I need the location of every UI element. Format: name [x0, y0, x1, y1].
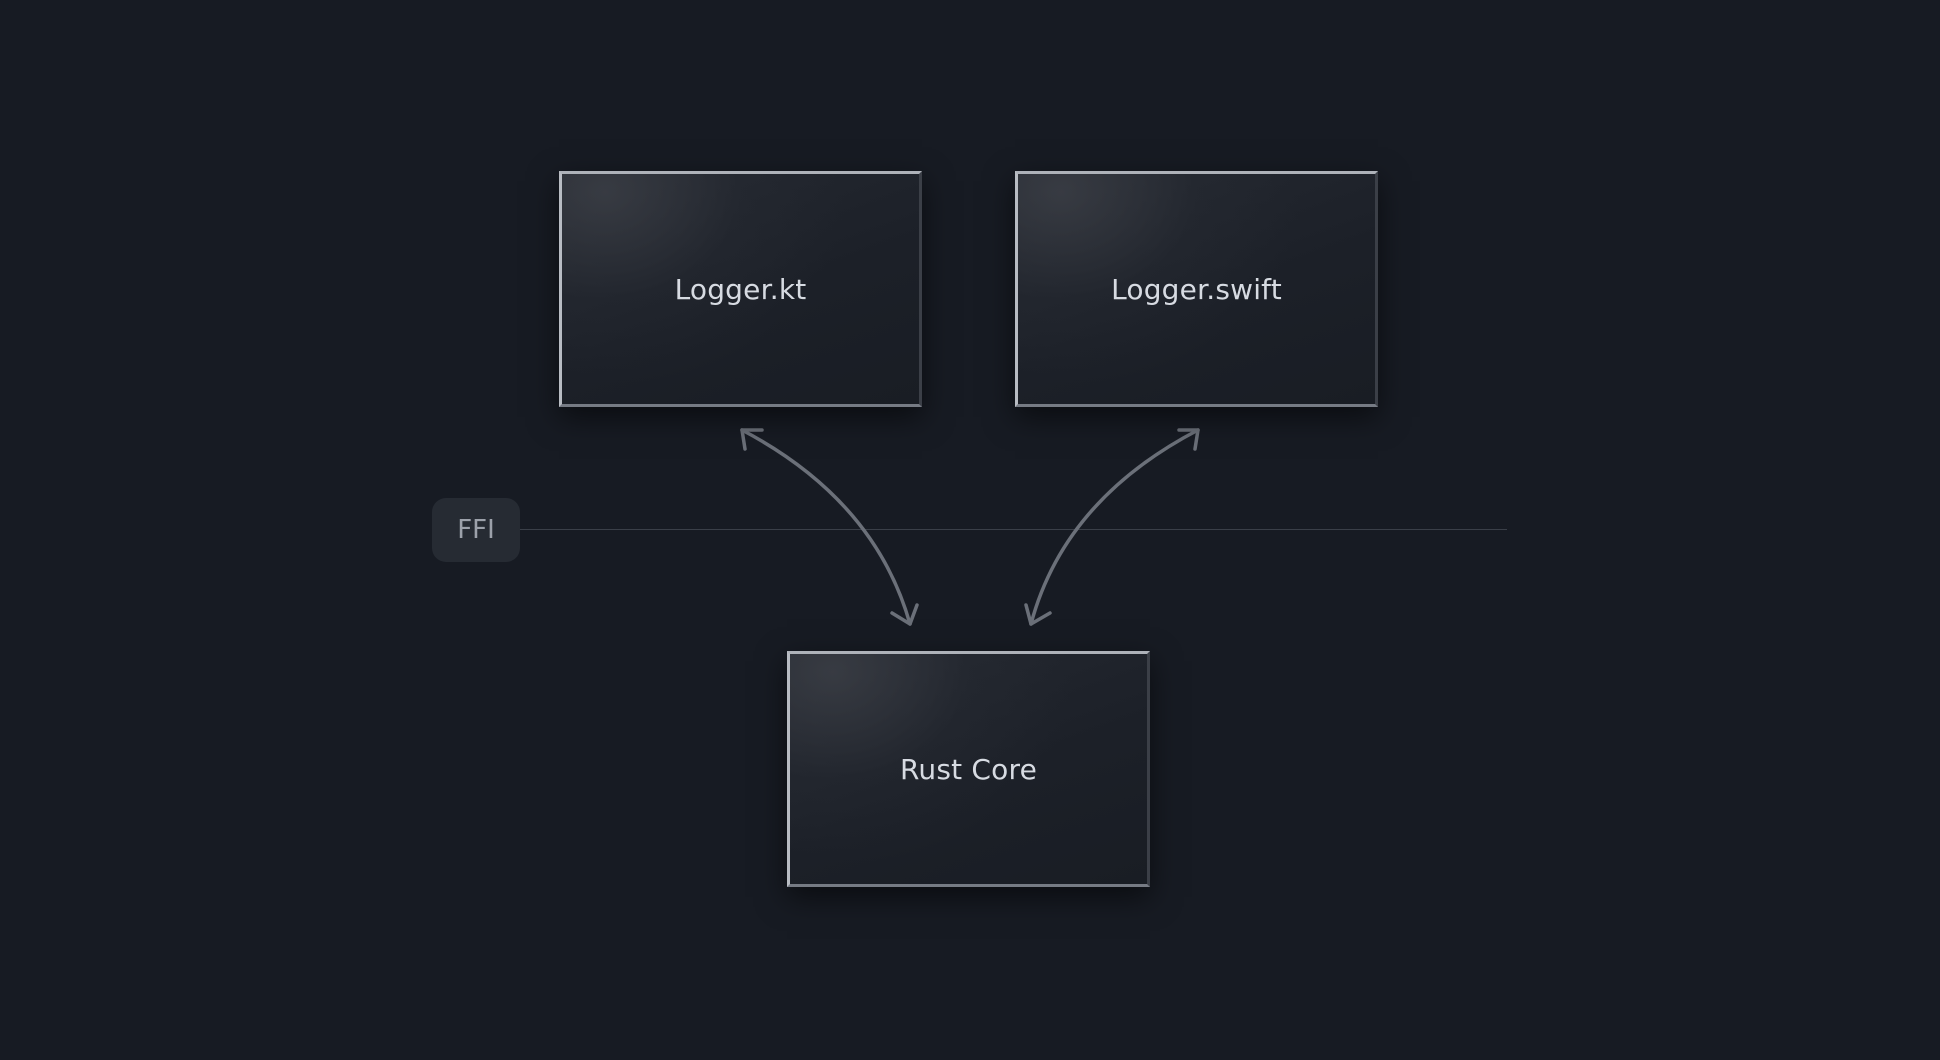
- node-rust-core-label: Rust Core: [899, 752, 1037, 786]
- edge-swift-core-arrowhead-bottom: [1024, 603, 1052, 626]
- node-logger-kt-label: Logger.kt: [674, 272, 807, 306]
- ffi-boundary-badge: FFI: [432, 498, 520, 562]
- node-rust-core[interactable]: Rust Core: [787, 651, 1150, 887]
- node-logger-swift[interactable]: Logger.swift: [1015, 171, 1378, 407]
- edge-swift-core-arrowhead-top: [1177, 428, 1200, 451]
- ffi-boundary-line: [520, 529, 1507, 530]
- edge-kotlin-core: [740, 428, 919, 626]
- ffi-boundary-label: FFI: [457, 515, 495, 545]
- edge-swift-core: [1024, 428, 1200, 626]
- edge-kotlin-core-arrowhead-top: [740, 428, 764, 451]
- edge-kotlin-core-arrowhead-bottom: [890, 603, 919, 626]
- edge-kotlin-core-path: [740, 428, 912, 626]
- edge-swift-core-path: [1029, 428, 1200, 626]
- node-logger-swift-label: Logger.swift: [1111, 272, 1282, 306]
- node-logger-kt[interactable]: Logger.kt: [559, 171, 922, 407]
